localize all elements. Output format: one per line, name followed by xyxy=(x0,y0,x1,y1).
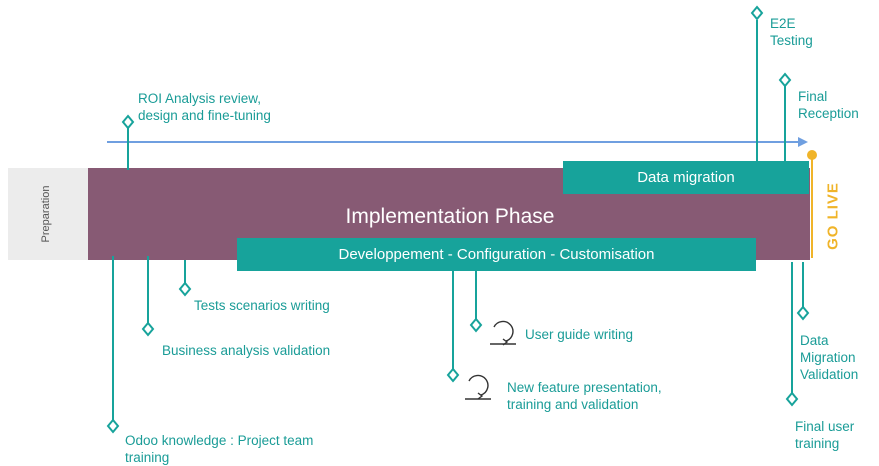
user-guide-label: User guide writing xyxy=(525,327,634,342)
e2e-testing-label: E2E Testing xyxy=(770,15,813,49)
final-user-line1: Final user xyxy=(795,419,855,434)
implementation-phase-title: Implementation Phase xyxy=(345,205,555,228)
roi-label-line2: design and fine-tuning xyxy=(138,108,271,123)
business-analysis-diamond-icon xyxy=(141,321,155,337)
final-user-training-label: Final user training xyxy=(795,418,854,452)
e2e-label-line1: E2E xyxy=(770,16,796,31)
final-user-line2: training xyxy=(795,436,840,451)
roi-label-line1: ROI Analysis review, xyxy=(138,91,262,106)
data-migration-validation-label: Data Migration Validation xyxy=(800,332,858,383)
dm-validation-line1: Data xyxy=(800,333,829,348)
odoo-knowledge-label: Odoo knowledge : Project team training xyxy=(125,432,313,466)
final-reception-diamond-icon xyxy=(778,72,792,88)
new-feature-cycle-icon xyxy=(465,374,491,400)
go-live-dot xyxy=(807,150,817,160)
new-feature-line1: New feature presentation, xyxy=(507,380,662,395)
roi-diamond-icon xyxy=(121,114,135,130)
roi-label: ROI Analysis review, design and fine-tun… xyxy=(138,90,271,124)
final-reception-line1: Final xyxy=(798,89,828,104)
new-feature-line2: training and validation xyxy=(507,397,639,412)
odoo-line1: Odoo knowledge : Project team xyxy=(125,433,314,448)
odoo-diamond-icon xyxy=(106,418,120,434)
final-user-diamond-icon xyxy=(785,391,799,407)
user-guide-cycle-icon xyxy=(490,320,516,346)
tests-scenarios-label: Tests scenarios writing xyxy=(194,298,330,313)
e2e-diamond-icon xyxy=(750,5,764,21)
preparation-block xyxy=(8,168,88,260)
development-label: Developpement - Configuration - Customis… xyxy=(338,246,655,263)
development-bar: Developpement - Configuration - Customis… xyxy=(237,238,756,271)
business-analysis-label: Business analysis validation xyxy=(162,343,331,358)
data-migration-bar: Data migration xyxy=(563,161,809,194)
dm-validation-line2: Migration xyxy=(800,350,856,365)
tests-scenarios-diamond-icon xyxy=(178,281,192,297)
dm-validation-line3: Validation xyxy=(800,367,859,382)
new-feature-diamond-icon xyxy=(446,367,460,383)
new-feature-label: New feature presentation, training and v… xyxy=(507,379,662,413)
odoo-line2: training xyxy=(125,450,170,465)
data-migration-label: Data migration xyxy=(637,169,735,186)
dm-validation-diamond-icon xyxy=(796,305,810,321)
final-reception-label: Final Reception xyxy=(798,88,859,122)
e2e-label-line2: Testing xyxy=(770,33,813,48)
user-guide-diamond-icon xyxy=(469,317,483,333)
final-reception-line2: Reception xyxy=(798,106,859,121)
